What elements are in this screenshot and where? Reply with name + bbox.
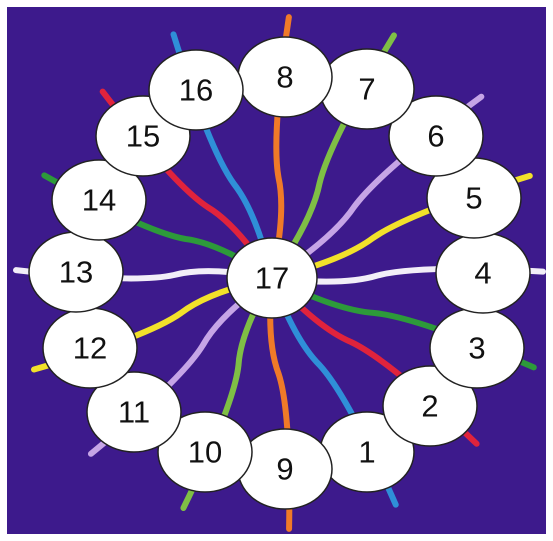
node-9: 9 — [238, 429, 332, 509]
node-label: 12 — [73, 331, 107, 366]
node-12: 12 — [43, 308, 137, 388]
node-label: 7 — [358, 72, 375, 107]
node-label: 14 — [82, 183, 116, 218]
node-label: 4 — [474, 256, 491, 291]
node-label: 16 — [179, 73, 213, 108]
node-label: 8 — [276, 60, 293, 95]
node-8: 8 — [238, 37, 332, 117]
node-label: 9 — [276, 452, 293, 487]
node-label: 2 — [421, 389, 438, 424]
node-label: 6 — [427, 119, 444, 154]
node-13: 13 — [29, 232, 123, 312]
node-label: 13 — [59, 255, 93, 290]
node-label: 1 — [358, 435, 375, 470]
node-label: 10 — [188, 435, 222, 470]
node-3: 3 — [430, 308, 524, 388]
node-label: 15 — [126, 119, 160, 154]
center-node-label: 17 — [255, 261, 289, 296]
center-node: 17 — [227, 238, 317, 318]
node-label: 3 — [468, 331, 485, 366]
node-label: 5 — [465, 181, 482, 216]
node-7: 7 — [320, 49, 414, 129]
node-label: 11 — [118, 395, 150, 430]
node-16: 16 — [149, 50, 243, 130]
node-4: 4 — [436, 233, 530, 313]
